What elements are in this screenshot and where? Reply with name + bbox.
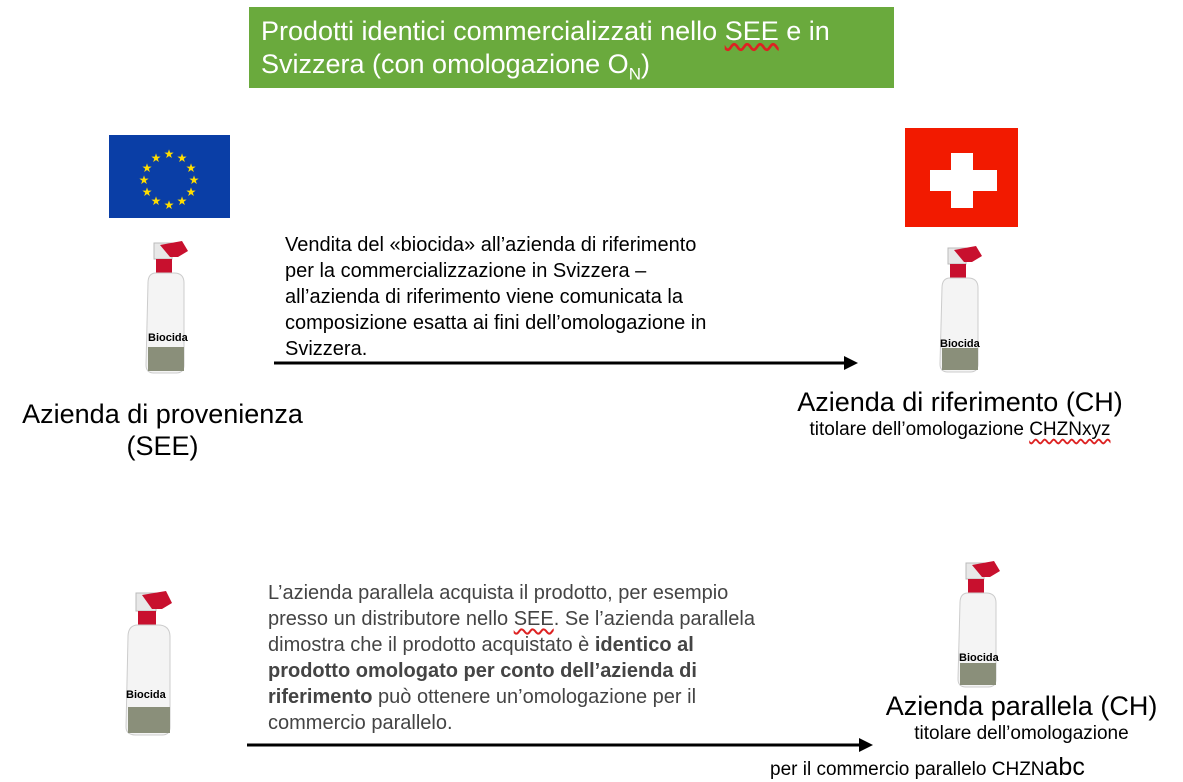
- bottle-label-origin: Biocida: [148, 332, 188, 344]
- svg-text:★: ★: [151, 194, 162, 208]
- parallel-sub2-text: per il commercio parallelo CHZN: [770, 759, 1045, 780]
- bottom-text-line: riferimento può ottenere un’omologazione…: [268, 684, 848, 710]
- reference-sub-text: titolare dell’omologazione: [809, 419, 1030, 440]
- top-text-line: Svizzera.: [285, 338, 368, 360]
- spray-bottle-icon: [125, 591, 172, 736]
- origin-name: Azienda di provenienza: [22, 399, 303, 429]
- svg-text:★: ★: [142, 161, 153, 175]
- bottle-parallel: [950, 555, 1010, 702]
- spray-bottle-icon: [145, 241, 188, 374]
- bottom-arrow: [247, 738, 873, 752]
- bottle-label-parallel: Biocida: [959, 652, 999, 664]
- bottle-parallel-source: [118, 585, 184, 745]
- spray-bottle-icon: [957, 561, 1000, 688]
- reference-title: Azienda di riferimento (CH): [797, 387, 1123, 417]
- bottom-text-fragment: può ottenere un’omologazione per il: [372, 686, 697, 708]
- bottle-label-reference: Biocida: [940, 338, 980, 350]
- title-box: Prodotti identici commercializzati nello…: [249, 7, 894, 88]
- spray-bottle-icon: [939, 246, 982, 373]
- reference-label: Azienda di riferimento (CH) titolare del…: [760, 386, 1160, 442]
- svg-text:★: ★: [142, 185, 153, 199]
- title-paren: ): [640, 49, 650, 79]
- top-text-line: per la commercializzazione in Svizzera –: [285, 260, 647, 282]
- svg-text:★: ★: [139, 173, 150, 187]
- top-arrow: [274, 356, 858, 370]
- bottom-text-line: presso un distributore nello SEE. Se l’a…: [268, 606, 848, 632]
- bottom-bold-fragment: identico al: [594, 634, 694, 656]
- reference-code: CHZNxyz: [1029, 419, 1111, 440]
- origin-label: Azienda di provenienza (SEE): [0, 398, 325, 462]
- bottom-bold-fragment: riferimento: [268, 686, 373, 708]
- parallel-code: abc: [1044, 753, 1085, 781]
- title-subscript: N: [628, 64, 641, 84]
- eu-flag-icon: ★★★ ★★★ ★★★ ★★★: [109, 135, 230, 218]
- parallel-sub2: per il commercio parallelo CHZNabc: [770, 755, 1183, 782]
- top-text-line: composizione esatta ai fini dell’omologa…: [285, 312, 707, 334]
- eu-stars: ★★★ ★★★ ★★★ ★★★: [139, 147, 200, 212]
- title-line-2: Svizzera (con omologazione ON): [261, 48, 882, 90]
- svg-text:★: ★: [164, 198, 175, 212]
- bottom-text-line: dimostra che il prodotto acquistato è id…: [268, 632, 848, 658]
- parallel-title: Azienda parallela (CH): [885, 691, 1158, 721]
- bottom-text-line: commercio parallelo.: [268, 712, 453, 734]
- svg-text:★: ★: [164, 147, 175, 161]
- top-text-line: Vendita del «biocida» all’azienda di rif…: [285, 234, 697, 256]
- title-text: Prodotti identici commercializzati nello: [261, 16, 725, 46]
- parallel-sub1: titolare dell’omologazione: [914, 723, 1129, 744]
- bottom-text-line: L’azienda parallela acquista il prodotto…: [268, 582, 729, 604]
- bottom-bold-line: prodotto omologato per conto dell’aziend…: [268, 660, 697, 682]
- bottle-origin: [138, 235, 198, 382]
- parallel-label: Azienda parallela (CH) titolare dell’omo…: [840, 690, 1183, 746]
- top-text-line: all’azienda di riferimento viene comunic…: [285, 286, 683, 308]
- bottle-reference: [932, 240, 992, 387]
- bottom-text-fragment: . Se l’azienda parallela: [553, 608, 755, 630]
- origin-region: (SEE): [126, 431, 199, 461]
- bottom-text-fragment: presso un distributore nello: [268, 608, 514, 630]
- top-description: Vendita del «biocida» all’azienda di rif…: [285, 232, 805, 362]
- title-see: SEE: [724, 16, 779, 46]
- swiss-flag-icon: [905, 128, 1018, 227]
- title-line-1: Prodotti identici commercializzati nello…: [261, 15, 882, 48]
- bottom-see: SEE: [513, 608, 554, 630]
- svg-text:★: ★: [177, 194, 188, 208]
- svg-text:★: ★: [177, 151, 188, 165]
- swiss-cross: [930, 153, 997, 208]
- title-text-2: Svizzera (con omologazione O: [261, 49, 629, 79]
- svg-text:★: ★: [189, 173, 200, 187]
- reference-sub: titolare dell’omologazione CHZNxyz: [760, 418, 1160, 442]
- svg-text:★: ★: [151, 151, 162, 165]
- bottom-description: L’azienda parallela acquista il prodotto…: [268, 580, 848, 736]
- bottle-label-parallel-source: Biocida: [126, 689, 166, 701]
- svg-text:★: ★: [186, 161, 197, 175]
- bottom-text-fragment: dimostra che il prodotto acquistato è: [268, 634, 595, 656]
- svg-text:★: ★: [186, 185, 197, 199]
- title-text-end: e in: [778, 16, 830, 46]
